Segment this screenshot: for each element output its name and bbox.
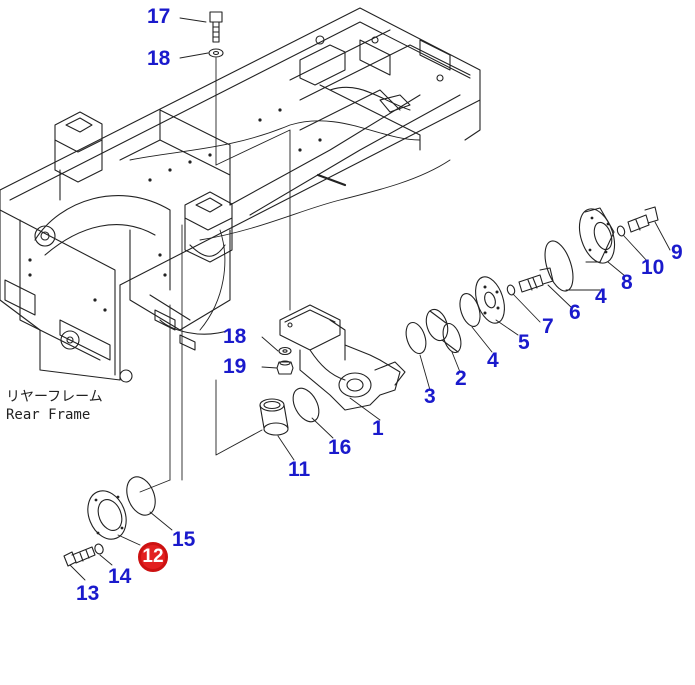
part-14-washer [94,543,104,555]
part-7-washer [506,284,516,296]
callout-13[interactable]: 13 [76,582,100,605]
part-16-o-ring [292,387,320,423]
part-13-bolt [63,546,96,567]
alignment-lines [139,57,291,493]
callout-12-highlighted[interactable]: 12 [138,542,168,572]
callout-11[interactable]: 11 [288,458,311,481]
callout-18-top[interactable]: 18 [147,47,171,70]
callout-18-mid[interactable]: 18 [223,325,247,348]
callout-17[interactable]: 17 [147,5,171,28]
part-8-cover [578,207,616,264]
part-10-washer [616,225,626,237]
leader-lines [69,17,671,581]
callout-16[interactable]: 16 [328,436,352,459]
part-11-bushing [259,398,289,436]
callout-8[interactable]: 8 [621,271,633,294]
callout-9[interactable]: 9 [671,241,683,264]
callout-3[interactable]: 3 [424,385,436,408]
callout-14[interactable]: 14 [108,565,132,588]
callout-4-a[interactable]: 4 [487,349,499,372]
part-5-plate [475,276,505,324]
callout-15[interactable]: 15 [172,528,196,551]
part-19-nut [276,360,294,375]
part-12-cover [87,490,127,540]
callout-5[interactable]: 5 [518,331,530,354]
callout-2[interactable]: 2 [455,367,467,390]
part-3-o-ring [405,321,427,355]
callout-7[interactable]: 7 [542,315,554,338]
callout-1[interactable]: 1 [372,417,384,440]
callout-10[interactable]: 10 [641,256,665,279]
rear-frame-label-jp: リヤーフレーム [6,389,103,405]
part-18-washer-mid [278,346,292,356]
callout-6[interactable]: 6 [569,301,581,324]
part-4-o-ring-b [544,240,574,292]
callout-19[interactable]: 19 [223,355,247,378]
part-18-washer-top [208,48,224,58]
part-2-bushing [425,308,462,354]
part-9-bolt [627,206,659,233]
callout-4-b[interactable]: 4 [595,285,607,308]
part-17-bolt [209,11,223,43]
part-1-pivot-bracket [279,304,406,411]
part-15-o-ring [126,476,156,516]
rear-frame-label-en: Rear Frame [6,407,91,423]
part-6-bolt [518,267,554,293]
rear-frame-drawing [0,7,481,383]
